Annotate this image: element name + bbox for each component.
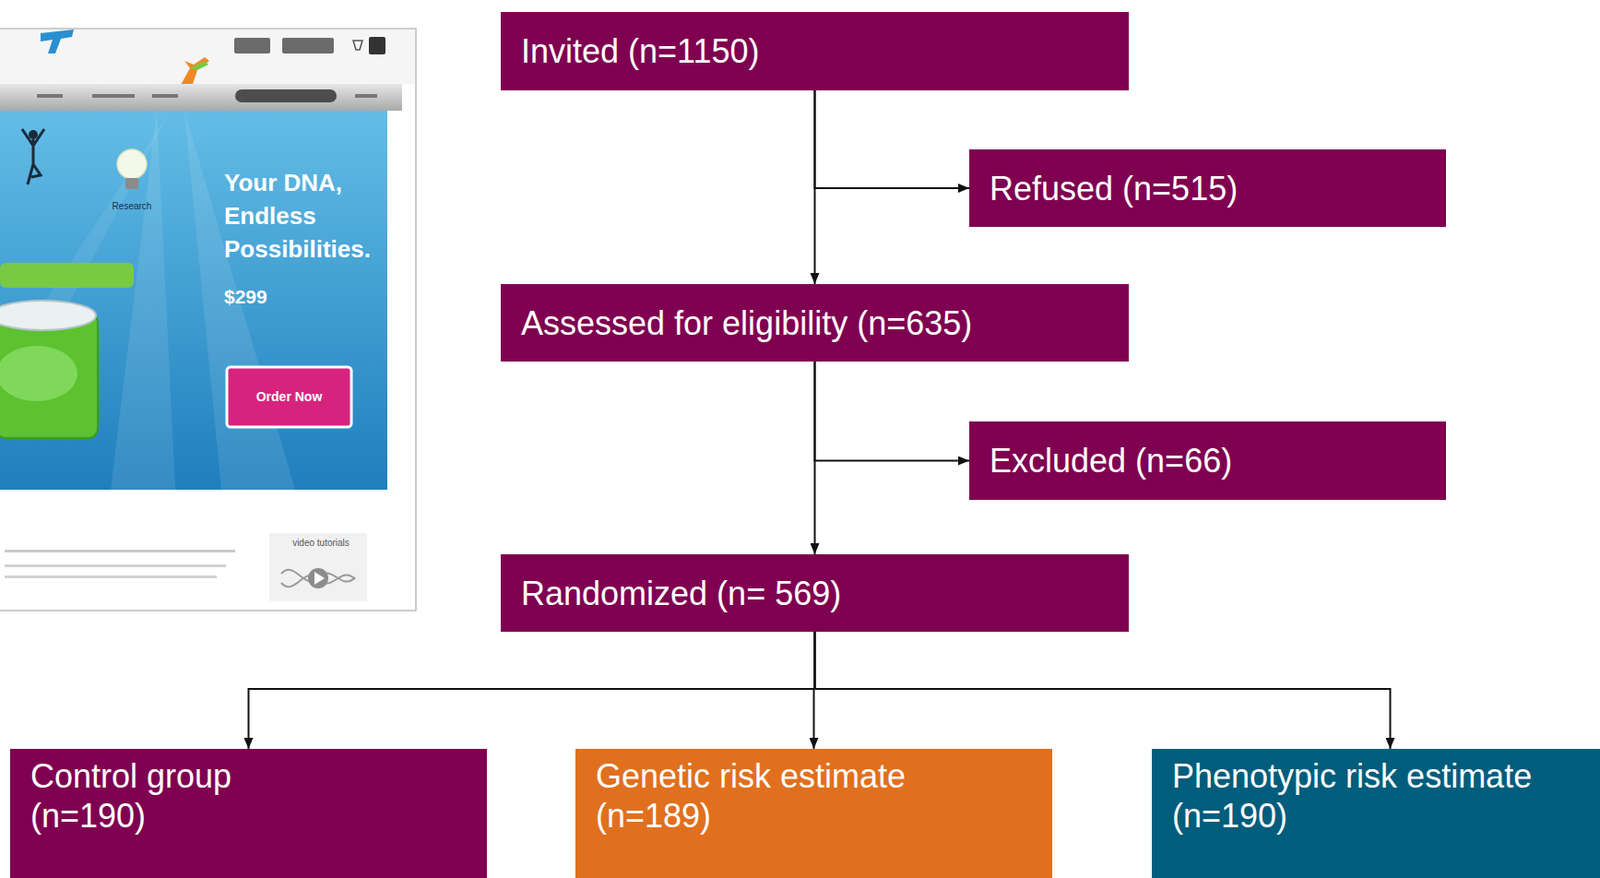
kit-tray bbox=[0, 345, 78, 402]
search-field bbox=[235, 89, 337, 103]
screenshot-text: Order Now bbox=[226, 389, 352, 405]
cart-icon bbox=[368, 36, 386, 55]
process-box: Assessed for eligibility (n=635) bbox=[500, 284, 1129, 362]
cart-icon bbox=[353, 40, 363, 50]
yoga-figure bbox=[22, 129, 45, 185]
text-line bbox=[4, 549, 236, 553]
screenshot-text: Your DNA, Endless Possibilities. bbox=[224, 165, 383, 266]
play-icon bbox=[314, 571, 325, 585]
process-box: Refused (n=515) bbox=[969, 149, 1446, 227]
header-band bbox=[0, 29, 415, 84]
kit-box bbox=[0, 313, 98, 439]
box-label: Control group (n=190) bbox=[30, 756, 271, 836]
kit-bowl bbox=[0, 300, 96, 331]
nav-item bbox=[36, 94, 63, 98]
process-box: Phenotypic risk estimate (n=190) bbox=[1151, 748, 1600, 878]
process-box: Genetic risk estimate (n=189) bbox=[575, 748, 1053, 878]
nav-item bbox=[152, 94, 178, 98]
flow-arrow bbox=[814, 90, 817, 285]
flow-arrow bbox=[815, 90, 971, 189]
box-label: Phenotypic risk estimate (n=190) bbox=[1172, 756, 1560, 836]
logo-mark bbox=[40, 29, 74, 54]
box-label: Genetic risk estimate (n=189) bbox=[595, 756, 984, 836]
play-icon bbox=[308, 568, 329, 589]
light-ray bbox=[110, 110, 176, 490]
order-button bbox=[226, 367, 352, 427]
process-box: Invited (n=1150) bbox=[500, 11, 1129, 91]
nav-item bbox=[355, 94, 378, 98]
process-box: Randomized (n= 569) bbox=[500, 554, 1129, 632]
screenshot-text: video tutorials bbox=[272, 537, 369, 549]
logo-mark bbox=[180, 57, 210, 87]
box-label: Invited (n=1150) bbox=[521, 31, 760, 72]
nav-item bbox=[92, 94, 135, 98]
screenshot-text: Research bbox=[92, 201, 172, 213]
lightbulb-icon bbox=[125, 177, 139, 190]
text-line bbox=[4, 575, 217, 579]
text-line bbox=[4, 564, 226, 568]
process-box: Excluded (n=66) bbox=[969, 421, 1446, 500]
flow-arrow bbox=[814, 361, 817, 555]
logo-mark bbox=[189, 60, 209, 71]
box-label: Refused (n=515) bbox=[989, 168, 1238, 209]
yoga-figure bbox=[28, 130, 38, 140]
nav-bar bbox=[0, 83, 403, 111]
flow-arrow bbox=[248, 631, 816, 749]
box-label: Excluded (n=66) bbox=[989, 440, 1233, 481]
promo-bar bbox=[0, 262, 134, 288]
screenshot-text: $299 bbox=[224, 285, 335, 309]
flow-arrow bbox=[815, 631, 1391, 749]
box-label: Randomized (n= 569) bbox=[521, 573, 842, 614]
process-box: Control group (n=190) bbox=[10, 748, 487, 878]
header-button bbox=[234, 37, 271, 54]
box-label: Assessed for eligibility (n=635) bbox=[521, 303, 972, 344]
flow-arrow bbox=[815, 361, 971, 462]
lightbulb-icon bbox=[117, 149, 147, 179]
header-button bbox=[282, 37, 334, 54]
